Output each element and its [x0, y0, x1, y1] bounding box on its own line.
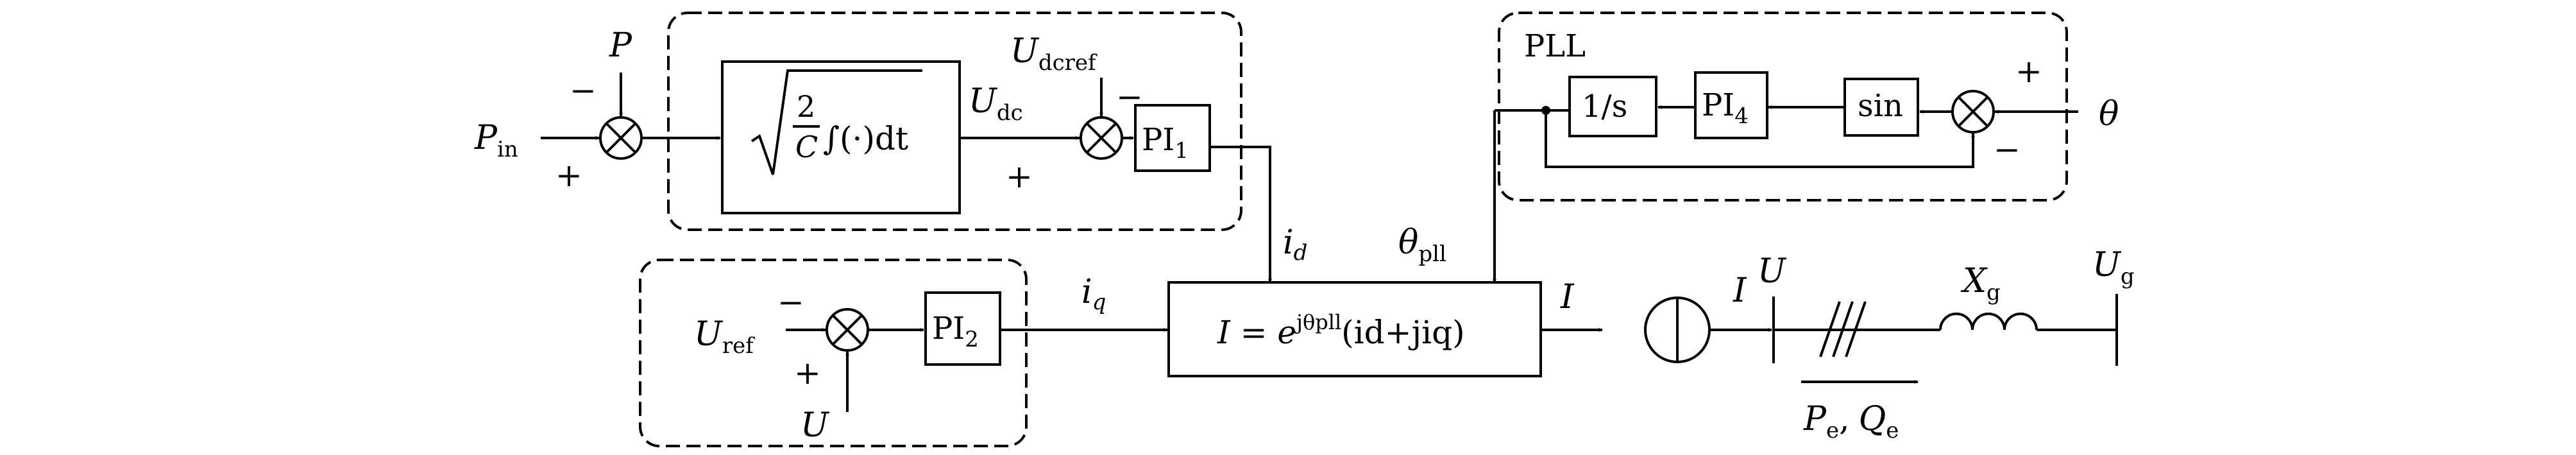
label-theta-pll: θpll [1398, 223, 1446, 267]
pi1-block: PI1 [1134, 104, 1211, 172]
sign-sum4-plus: + [2015, 53, 2042, 90]
integrator-block: 2 C ∫(·)dt [721, 60, 961, 214]
current-source-symbol [1644, 296, 1711, 363]
svg-text:PI2: PI2 [932, 311, 979, 352]
label-u-dc: Udc [969, 82, 1023, 126]
sign-sum3-minus: − [777, 284, 804, 321]
svg-text:2: 2 [797, 89, 815, 124]
svg-text:1/s: 1/s [1582, 89, 1627, 124]
label-u-g: Ug [2092, 246, 2135, 289]
sum-junction-voltage [826, 308, 869, 352]
sum-junction-pll [1951, 90, 1995, 133]
svg-text:sin: sin [1858, 88, 1903, 124]
svg-text:C: C [795, 130, 818, 164]
label-u-ref: Uref [694, 315, 755, 359]
dc-voltage-loop-group [667, 12, 1242, 231]
sin-block: sin [1843, 78, 1919, 137]
three-phase-ticks [1819, 301, 1867, 357]
sum-junction-dc [1080, 116, 1123, 160]
label-i-q: iq [1081, 273, 1106, 315]
ac-voltage-loop-group [639, 259, 1028, 447]
svg-text:I = ejθpll(id+jiq): I = ejθpll(id+jiq) [1217, 310, 1465, 351]
pi4-block: PI4 [1694, 71, 1768, 139]
svg-text:PI1: PI1 [1142, 122, 1189, 164]
label-p: P [609, 26, 632, 65]
label-pe-qe: Pe,Qe [1803, 400, 1899, 443]
sign-sum1-minus: − [570, 72, 597, 109]
label-i-source: I [1733, 271, 1747, 310]
pll-feedback-line [1545, 110, 1975, 168]
pll-label: PLL [1524, 28, 1586, 64]
pi2-block: PI2 [924, 291, 1001, 366]
label-u-feedback: U [801, 406, 830, 445]
arrow-pi1-to-equation [1210, 146, 1272, 283]
svg-text:PI4: PI4 [1702, 87, 1749, 129]
sum-junction-power [599, 116, 643, 160]
label-x-g: Xg [1960, 262, 2001, 305]
inv-s-block: 1/s [1568, 76, 1657, 137]
sign-sum1-plus: + [555, 157, 582, 194]
label-i-d: id [1283, 223, 1307, 266]
pll-branch-dot [1541, 106, 1550, 115]
svg-text:∫(·)dt: ∫(·)dt [823, 120, 908, 157]
inductor-coil [1939, 313, 2038, 331]
sign-sum2-plus: + [1006, 158, 1033, 195]
sign-sum3-plus: + [794, 354, 821, 391]
label-theta: θ [2099, 95, 2119, 133]
label-i-out: I [1560, 278, 1575, 316]
label-p-in: Pin [474, 119, 518, 162]
label-u-bus: U [1758, 252, 1787, 291]
current-equation-block: I = ejθpll(id+jiq) [1167, 281, 1542, 377]
sign-sum4-minus: − [1994, 131, 2021, 168]
label-u-dcref: Udcref [1010, 32, 1097, 76]
